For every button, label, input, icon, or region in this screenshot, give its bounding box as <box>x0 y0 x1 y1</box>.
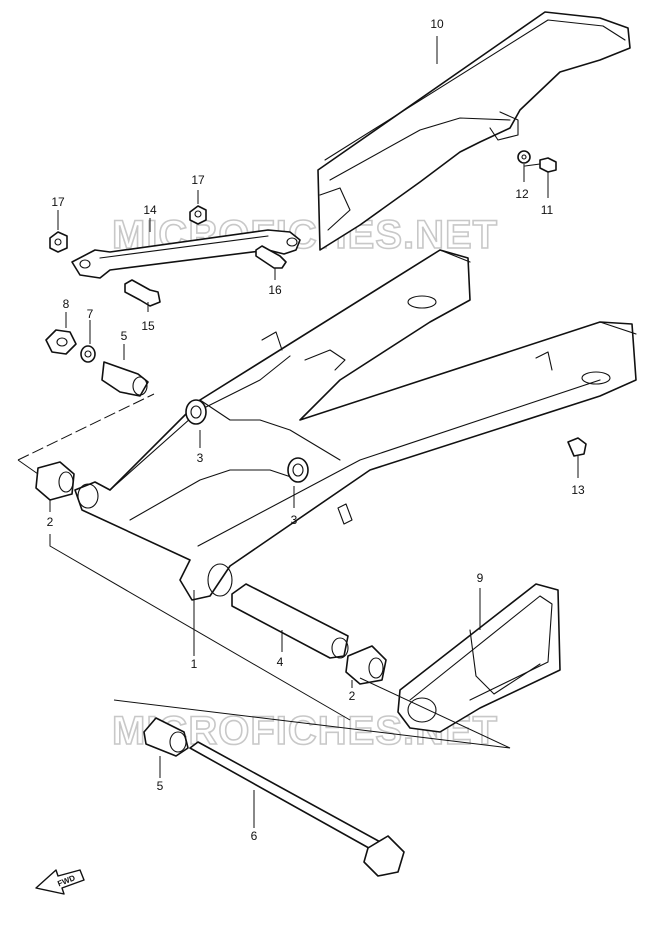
leader-lines <box>17 36 579 828</box>
bearing-part-2-lower <box>345 645 387 685</box>
chain-case-part-10 <box>317 11 631 251</box>
callout-6: 6 <box>251 829 258 843</box>
pivot-shaft-part-6 <box>189 741 405 877</box>
callout-13: 13 <box>571 483 585 497</box>
callout-14: 14 <box>143 203 157 217</box>
callout-5-lower: 5 <box>157 779 164 793</box>
chain-guide-part-9 <box>397 583 561 733</box>
callout-3-upper: 3 <box>197 451 204 465</box>
callout-labels: 1 2 2 3 3 4 5 5 6 7 8 9 10 11 12 13 14 1… <box>47 17 585 843</box>
callout-11: 11 <box>541 203 554 217</box>
callout-2-left: 2 <box>47 515 54 529</box>
bearing-part-2-left <box>35 461 75 501</box>
nut-part-17-upper <box>189 205 207 225</box>
callout-7: 7 <box>87 307 94 321</box>
callout-10: 10 <box>430 17 444 31</box>
callout-4: 4 <box>277 655 284 669</box>
callout-3-lower: 3 <box>291 513 298 527</box>
bolt-part-16 <box>255 245 287 269</box>
callout-17-left: 17 <box>51 195 65 209</box>
bolt-part-15 <box>124 279 161 307</box>
washer-part-7 <box>80 345 96 363</box>
callout-12: 12 <box>515 187 529 201</box>
callout-16: 16 <box>268 283 282 297</box>
nut-part-17-left <box>49 231 68 253</box>
bolt-part-13 <box>567 437 587 457</box>
swingarm-part-1 <box>74 249 637 601</box>
callout-8: 8 <box>63 297 70 311</box>
callout-5-upper: 5 <box>121 329 128 343</box>
callout-2-lower: 2 <box>349 689 356 703</box>
bolt-part-11 <box>524 157 557 173</box>
callout-9: 9 <box>477 571 484 585</box>
torque-rod-part-14 <box>71 229 301 279</box>
fwd-arrow-icon: FWD <box>35 869 85 895</box>
washer-part-12 <box>517 150 531 164</box>
pivot-sleeve-part-4 <box>231 583 349 659</box>
callout-15: 15 <box>141 319 155 333</box>
spacer-part-5-upper <box>101 361 149 397</box>
nut-part-8 <box>45 329 77 355</box>
bearing-part-3-upper <box>185 399 207 425</box>
spacer-part-5-lower <box>143 717 189 757</box>
callout-17-upper: 17 <box>191 173 205 187</box>
callout-1: 1 <box>191 657 198 671</box>
bearing-part-3-lower <box>287 457 309 483</box>
